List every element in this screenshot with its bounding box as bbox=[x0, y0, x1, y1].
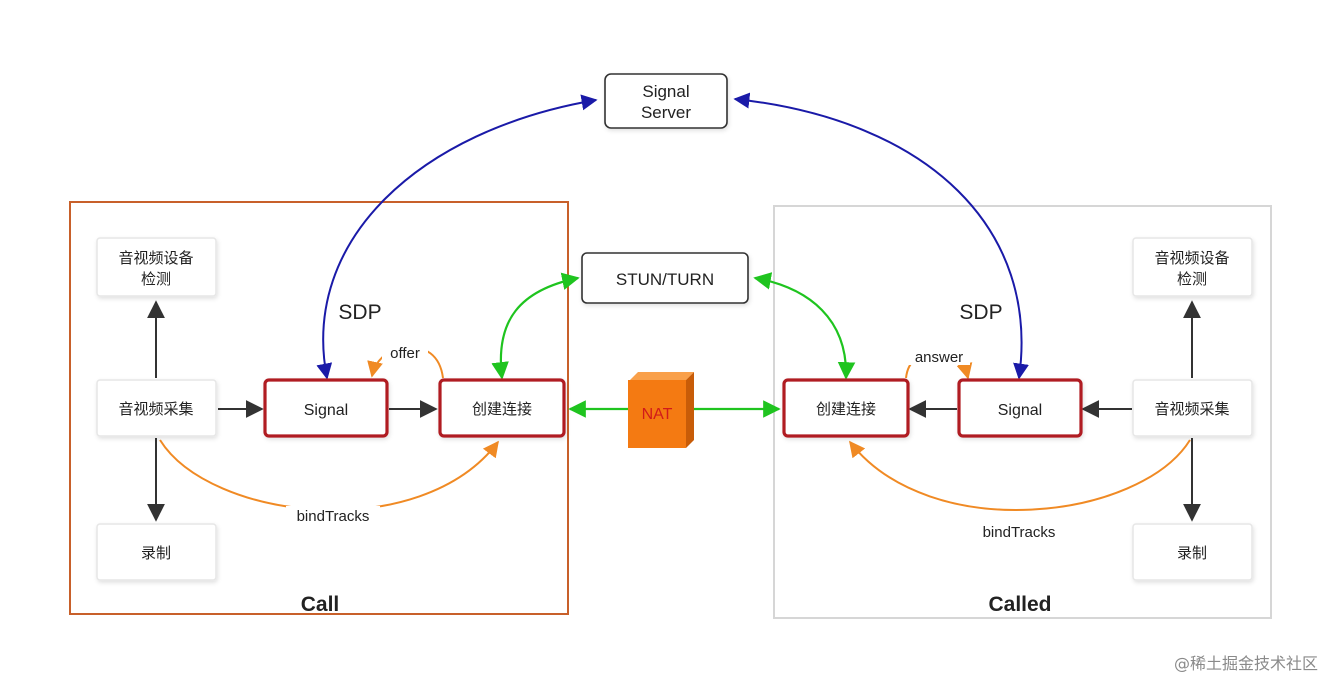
stun-turn-node: STUN/TURN bbox=[581, 252, 749, 304]
nat-node: NAT bbox=[628, 372, 694, 448]
callee-connect-label: 创建连接 bbox=[816, 400, 876, 418]
call-title: Call bbox=[301, 593, 340, 616]
sdp-arrow-caller bbox=[316, 94, 598, 380]
caller-signal-label: Signal bbox=[304, 402, 348, 419]
caller-connect-label: 创建连接 bbox=[472, 400, 532, 418]
ice-arrow-caller bbox=[491, 272, 580, 380]
callee-record-node: 录制 bbox=[1132, 523, 1253, 581]
called-title: Called bbox=[988, 593, 1051, 616]
caller-device-check-node: 音视频设备 检测 bbox=[96, 237, 217, 297]
callee-record-label: 录制 bbox=[1177, 544, 1207, 562]
caller-signal-node: Signal bbox=[263, 378, 389, 438]
watermark-text: @稀土掘金技术社区 bbox=[1174, 654, 1318, 673]
callee-sdp-label: SDP bbox=[959, 301, 1002, 324]
callee-device-check-node: 音视频设备 检测 bbox=[1132, 237, 1253, 297]
stun-turn-label: STUN/TURN bbox=[616, 270, 714, 289]
callee-connect-node: 创建连接 bbox=[782, 378, 910, 438]
caller-device-check-label-2: 检测 bbox=[141, 270, 171, 288]
caller-connect-node: 创建连接 bbox=[438, 378, 566, 438]
signal-server-label-2: Server bbox=[641, 103, 691, 122]
ice-arrow-callee bbox=[753, 272, 856, 380]
callee-signal-node: Signal bbox=[957, 378, 1083, 438]
caller-sdp-label: SDP bbox=[338, 301, 381, 324]
callee-device-check-label-2: 检测 bbox=[1177, 270, 1207, 288]
callee-signal-label: Signal bbox=[998, 402, 1042, 419]
callee-bind-tracks-label: bindTracks bbox=[983, 524, 1056, 541]
callee-device-check-label-1: 音视频设备 bbox=[1154, 249, 1229, 267]
caller-record-node: 录制 bbox=[96, 523, 217, 581]
caller-device-check-label-1: 音视频设备 bbox=[118, 249, 193, 267]
offer-label: offer bbox=[390, 345, 420, 362]
signal-server-node: Signal Server bbox=[604, 73, 728, 129]
signal-server-label-1: Signal bbox=[642, 82, 689, 101]
caller-bind-tracks-label: bindTracks bbox=[297, 508, 370, 525]
caller-capture-node: 音视频采集 bbox=[96, 379, 217, 437]
sdp-arrow-callee bbox=[733, 92, 1029, 380]
caller-record-label: 录制 bbox=[141, 544, 171, 562]
nat-label: NAT bbox=[642, 406, 673, 423]
callee-capture-node: 音视频采集 bbox=[1132, 379, 1253, 437]
bind-tracks-arrow-callee bbox=[849, 439, 1191, 511]
bind-tracks-arrow-caller bbox=[159, 439, 499, 511]
callee-capture-label: 音视频采集 bbox=[1154, 400, 1229, 418]
caller-capture-label: 音视频采集 bbox=[118, 400, 193, 418]
answer-label: answer bbox=[915, 349, 963, 366]
